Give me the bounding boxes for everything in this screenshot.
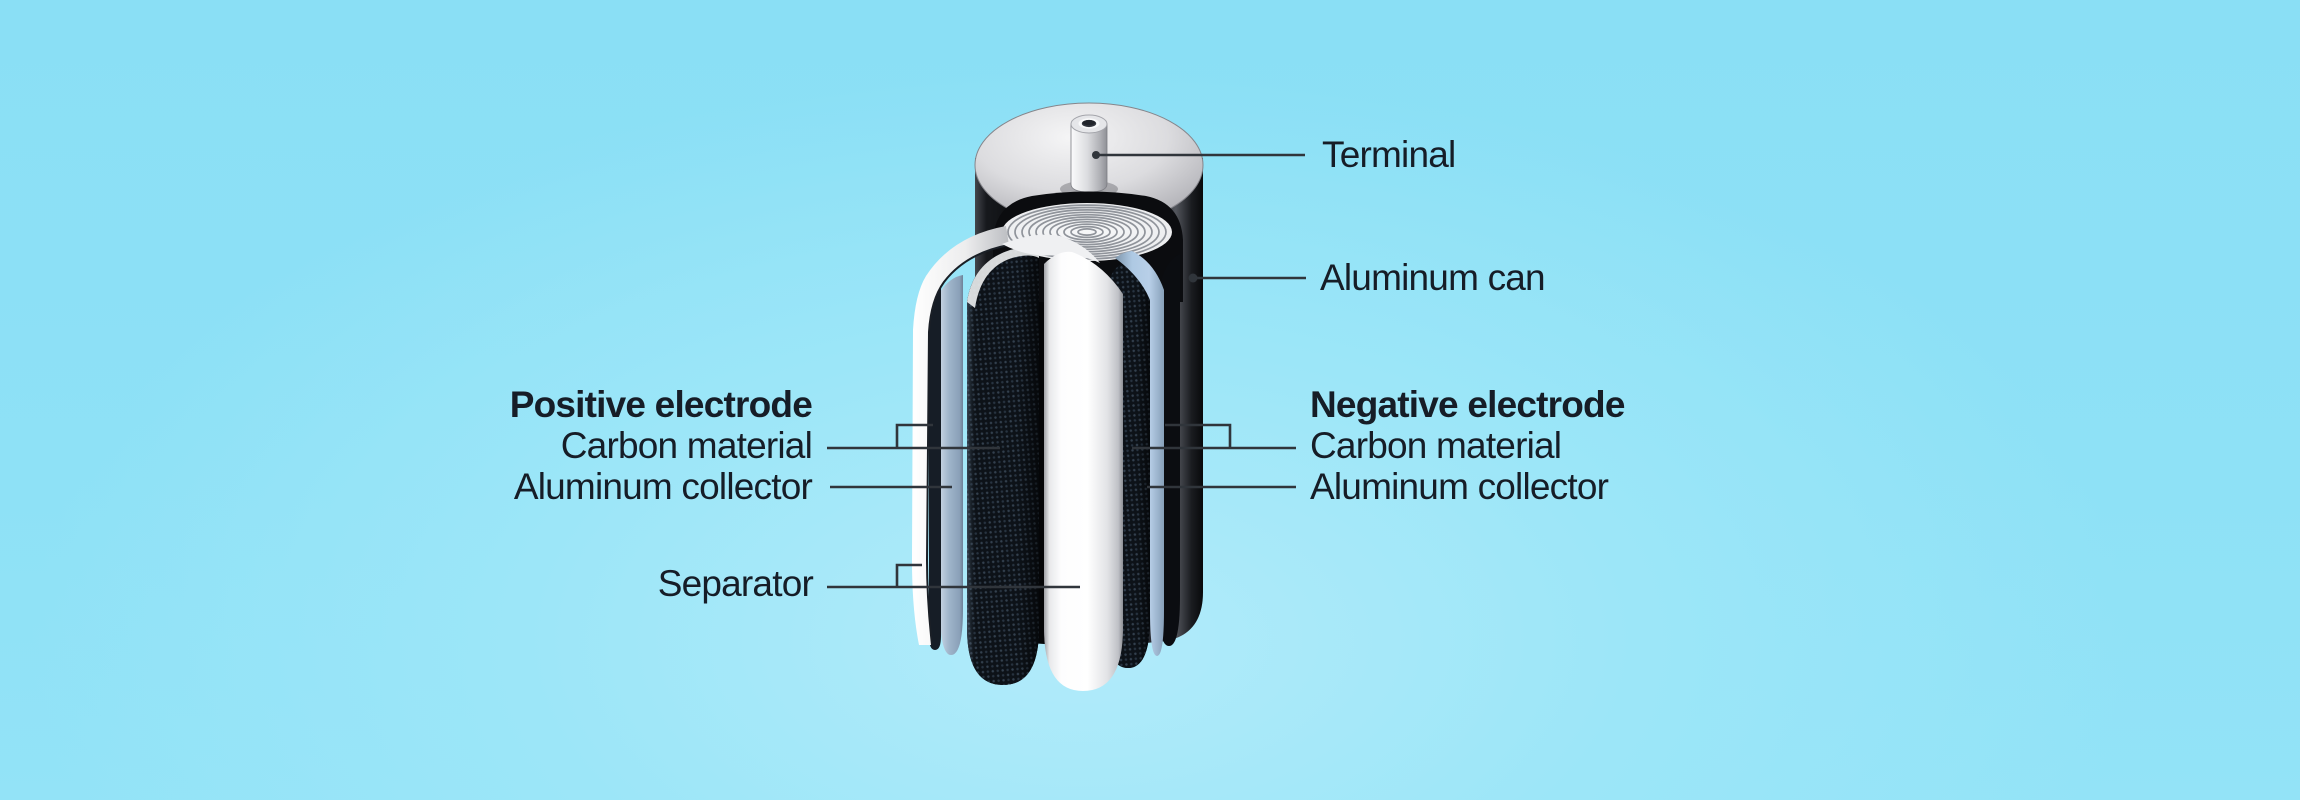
terminal-label: Terminal <box>1322 134 1456 175</box>
negative-electrode-heading: Negative electrode <box>1310 384 1625 425</box>
negative-carbon-leader <box>1132 423 1296 450</box>
negative-carbon-label: Carbon material <box>1310 425 1562 466</box>
negative-electrode-labels: Negative electrode Carbon material Alumi… <box>1310 384 1625 507</box>
left-inner-dark-layer <box>929 282 941 650</box>
negative-collector-label: Aluminum collector <box>1310 466 1609 507</box>
aluminum-can-leader <box>1188 273 1306 283</box>
aluminum-can-label: Aluminum can <box>1320 257 1546 298</box>
terminal-leader <box>1092 151 1305 159</box>
separator-roll <box>1002 234 1123 691</box>
negative-collector-layer <box>1115 251 1164 656</box>
positive-electrode-heading: Positive electrode <box>509 384 813 425</box>
positive-electrode-labels: Positive electrode Carbon material Alumi… <box>509 384 813 507</box>
leader-lines <box>827 151 1306 589</box>
separator-label: Separator <box>657 563 814 604</box>
positive-carbon-label: Carbon material <box>560 425 813 466</box>
terminal-post <box>1070 114 1108 193</box>
outer-separator-sheet <box>912 226 1010 646</box>
positive-carbon-layer <box>967 247 1039 685</box>
positive-collector-label: Aluminum collector <box>513 466 813 507</box>
roll-spiral-arcs <box>1007 204 1167 260</box>
positive-carbon-leader <box>827 423 1000 450</box>
separator-leader <box>827 563 1080 589</box>
positive-collector-layer <box>940 275 963 655</box>
